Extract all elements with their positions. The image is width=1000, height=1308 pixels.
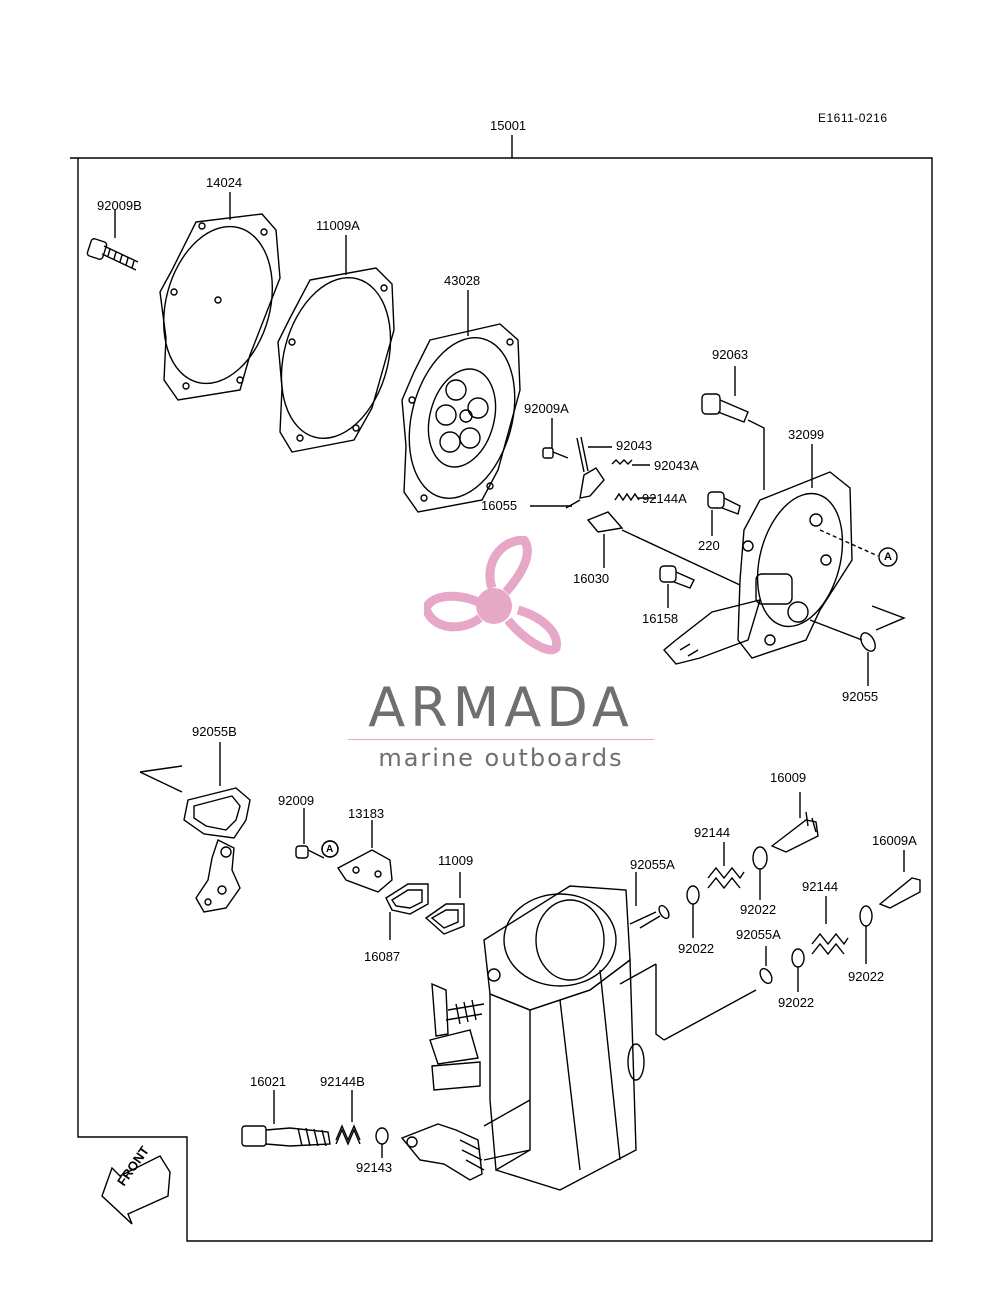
part-label-92009A: 92009A <box>524 401 569 416</box>
gasket-92055B-icon <box>139 742 251 913</box>
gasket-14024-icon <box>159 192 281 401</box>
cover-32099-icon <box>663 444 906 665</box>
bolt-92009B-icon <box>86 210 139 271</box>
part-label-16030: 16030 <box>573 571 610 586</box>
part-label-92144-a: 92144 <box>694 825 731 840</box>
screw-16158-icon <box>659 565 695 608</box>
diagram-code: E1611-0216 <box>818 111 888 125</box>
part-label-92022-a: 92022 <box>740 902 777 917</box>
spring-92144A-icon <box>614 492 656 502</box>
plate-13183-icon <box>336 820 393 893</box>
watermark-divider <box>348 739 654 740</box>
washer-92022-d-icon <box>859 905 873 964</box>
callout-letter-lower: A <box>326 844 334 855</box>
screw-16009-icon <box>770 792 819 853</box>
callout-circle-upper-icon <box>878 547 898 567</box>
diaphragm-43028-icon <box>401 290 521 513</box>
part-label-11009: 11009 <box>438 853 474 868</box>
part-label-16055: 16055 <box>481 498 518 513</box>
part-label-16087: 16087 <box>364 949 401 964</box>
screw-16021-icon <box>241 1090 331 1147</box>
lever-16055-icon <box>530 467 605 509</box>
part-label-15001: 15001 <box>490 118 527 133</box>
screw-16009A-icon <box>878 850 921 909</box>
part-label-13183: 13183 <box>348 806 385 821</box>
part-label-92055: 92055 <box>842 689 879 704</box>
needle-16030-icon <box>586 511 741 586</box>
assembly-boundary <box>70 135 933 1242</box>
part-label-92055A-b: 92055A <box>736 927 781 942</box>
part-label-92055A-a: 92055A <box>630 857 675 872</box>
oring-92055A-upper-icon <box>629 872 670 925</box>
washer-92143-icon <box>375 1127 389 1158</box>
callout-letter-upper: A <box>884 551 892 563</box>
watermark-brand: ARMADA <box>368 676 634 739</box>
washer-92022-a-icon <box>686 885 700 938</box>
watermark-tagline: marine outboards <box>378 744 624 772</box>
screw-92063-icon <box>701 366 765 490</box>
callout-circle-lower-icon <box>321 840 339 858</box>
part-label-92055B: 92055B <box>192 724 237 739</box>
propeller-logo-icon <box>424 536 561 655</box>
leader-lines <box>619 915 757 1041</box>
spring-92144-a-icon <box>707 842 745 890</box>
spring-92144B-icon <box>335 1090 361 1146</box>
carburetor-body-icon <box>400 885 645 1191</box>
washer-92022-b-icon <box>752 846 768 900</box>
part-label-43028: 43028 <box>444 273 481 288</box>
part-label-16009A: 16009A <box>872 833 917 848</box>
gasket-16087-icon <box>385 883 429 940</box>
oring-92055-icon <box>860 632 876 686</box>
screw-92009A-icon <box>542 418 569 459</box>
front-arrow-icon <box>101 1155 171 1225</box>
part-label-16021: 16021 <box>250 1074 287 1089</box>
part-label-92144-b: 92144 <box>802 879 839 894</box>
oring-92055A-lower-icon <box>759 946 773 985</box>
screw-220-icon <box>707 491 741 536</box>
part-label-92009B: 92009B <box>97 198 142 213</box>
washer-92022-c-icon <box>791 948 805 992</box>
part-label-92022-b: 92022 <box>678 941 715 956</box>
part-label-32099: 32099 <box>788 427 825 442</box>
part-label-14024: 14024 <box>206 175 243 190</box>
part-label-92143: 92143 <box>356 1160 393 1175</box>
gasket-11009A-icon <box>277 235 395 453</box>
part-label-92043: 92043 <box>616 438 653 453</box>
part-label-11009A: 11009A <box>316 218 360 233</box>
spring-92144-b-icon <box>811 896 849 956</box>
part-label-92022-d: 92022 <box>778 995 815 1010</box>
gasket-11009-icon <box>424 872 465 935</box>
spring-92043A-icon <box>611 459 650 466</box>
part-label-92022-c: 92022 <box>848 969 885 984</box>
part-label-16009: 16009 <box>770 770 807 785</box>
part-label-92043A: 92043A <box>654 458 699 473</box>
part-label-16158: 16158 <box>642 611 679 626</box>
part-label-220: 220 <box>698 538 720 553</box>
pin-92043-icon <box>576 436 612 473</box>
part-label-92144B: 92144B <box>320 1074 365 1089</box>
part-label-92009: 92009 <box>278 793 315 808</box>
part-label-92063: 92063 <box>712 347 749 362</box>
part-label-92144A: 92144A <box>642 491 687 506</box>
